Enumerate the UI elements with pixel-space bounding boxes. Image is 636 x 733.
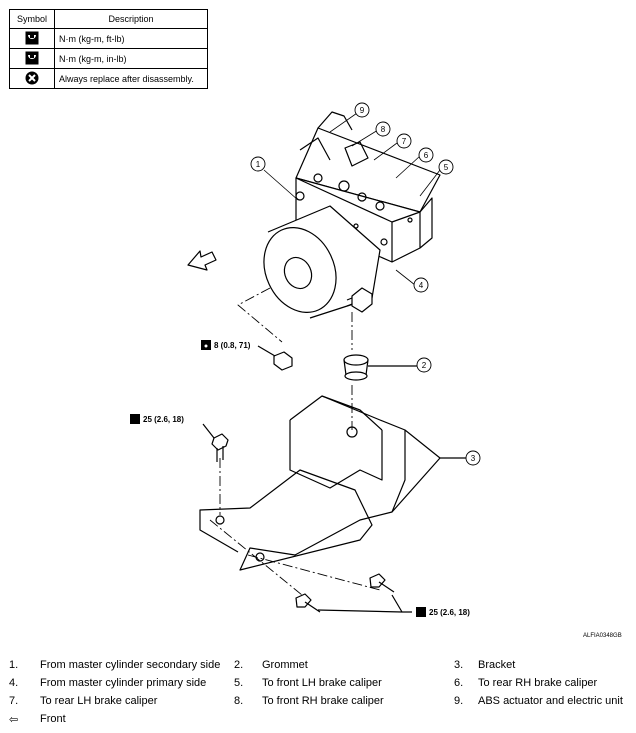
- callout-7-label: 7: [402, 137, 407, 146]
- part-9-text: ABS actuator and electric unit: [478, 695, 623, 707]
- part-8-text: To front RH brake caliper: [262, 695, 384, 707]
- callout-8-circle: [375, 121, 391, 137]
- torque-wrench-ft-lb-icon: [130, 414, 140, 424]
- callout-9-circle: [354, 102, 370, 118]
- callout-2-circle: [416, 357, 432, 373]
- grommet: [343, 354, 418, 381]
- bracket-bolts: [202, 423, 412, 613]
- abs-actuator-unit: [263, 111, 441, 319]
- callout-circles: [250, 102, 481, 466]
- front-direction-arrow: [187, 250, 217, 271]
- callout-5-circle: [438, 159, 454, 175]
- torque-value-nut: 8 (0.8, 71): [214, 341, 251, 350]
- part-6-num: 6.: [454, 677, 464, 689]
- front-arrow-symbol: ⇦: [9, 714, 19, 726]
- callout-1-circle: [250, 156, 266, 172]
- callout-3-circle: [465, 450, 481, 466]
- part-7-num: 7.: [9, 695, 19, 707]
- part-5-num: 5.: [234, 677, 244, 689]
- callout-4-label: 4: [419, 281, 424, 290]
- mounting-nut: [257, 345, 293, 371]
- torque-value-left-bolt: 25 (2.6, 18): [143, 415, 184, 424]
- callout-2-label: 2: [422, 361, 427, 370]
- torque-label-left-bolt: 25 (2.6, 18): [130, 414, 184, 424]
- callout-6-label: 6: [424, 151, 429, 160]
- part-3-text: Bracket: [478, 659, 516, 671]
- torque-wrench-ft-lb-icon: [9, 28, 55, 49]
- part-6-text: To rear RH brake caliper: [478, 677, 598, 689]
- callout-3-label: 3: [471, 454, 476, 463]
- assembly-lines: [209, 287, 381, 596]
- callout-7-circle: [396, 133, 412, 149]
- callout-4-circle: [413, 277, 429, 293]
- callout-6-circle: [418, 147, 434, 163]
- callout-9-label: 9: [360, 106, 365, 115]
- bracket: [199, 395, 466, 571]
- torque-value-lower-bolts: 25 (2.6, 18): [429, 608, 470, 617]
- callout-5-label: 5: [444, 163, 449, 172]
- front-label: Front: [40, 713, 66, 725]
- torque-wrench-ft-lb-icon: [416, 607, 426, 617]
- part-2-num: 2.: [234, 659, 244, 671]
- callout-leaders: [263, 110, 441, 286]
- part-5-text: To front LH brake caliper: [262, 677, 382, 689]
- part-4-text: From master cylinder primary side: [40, 677, 207, 689]
- torque-label-lower-bolts: 25 (2.6, 18): [416, 607, 470, 617]
- callout-1-label: 1: [256, 160, 261, 169]
- torque-label-nut: 8 (0.8, 71): [201, 340, 251, 350]
- part-8-num: 8.: [234, 695, 244, 707]
- part-4-num: 4.: [9, 677, 19, 689]
- callout-8-label: 8: [381, 125, 386, 134]
- part-9-num: 9.: [454, 695, 464, 707]
- part-7-text: To rear LH brake caliper: [40, 695, 158, 707]
- always-replace-icon: [9, 68, 55, 89]
- part-1-text: From master cylinder secondary side: [40, 659, 221, 671]
- part-2-text: Grommet: [262, 659, 308, 671]
- symbol-legend-table: Symbol Description N·m (kg-m, ft-lb) N·m…: [9, 9, 208, 89]
- part-1-num: 1.: [9, 659, 19, 671]
- abs-actuator-exploded-diagram: 1 2 3 4 5 6 7 8 9 8 (0.8, 71) 25 (2.6, 1…: [130, 102, 481, 617]
- part-3-num: 3.: [454, 659, 464, 671]
- legend-row-3-desc: Always replace after disassembly.: [54, 68, 208, 89]
- figure-id: ALFIA0348GB: [583, 633, 622, 639]
